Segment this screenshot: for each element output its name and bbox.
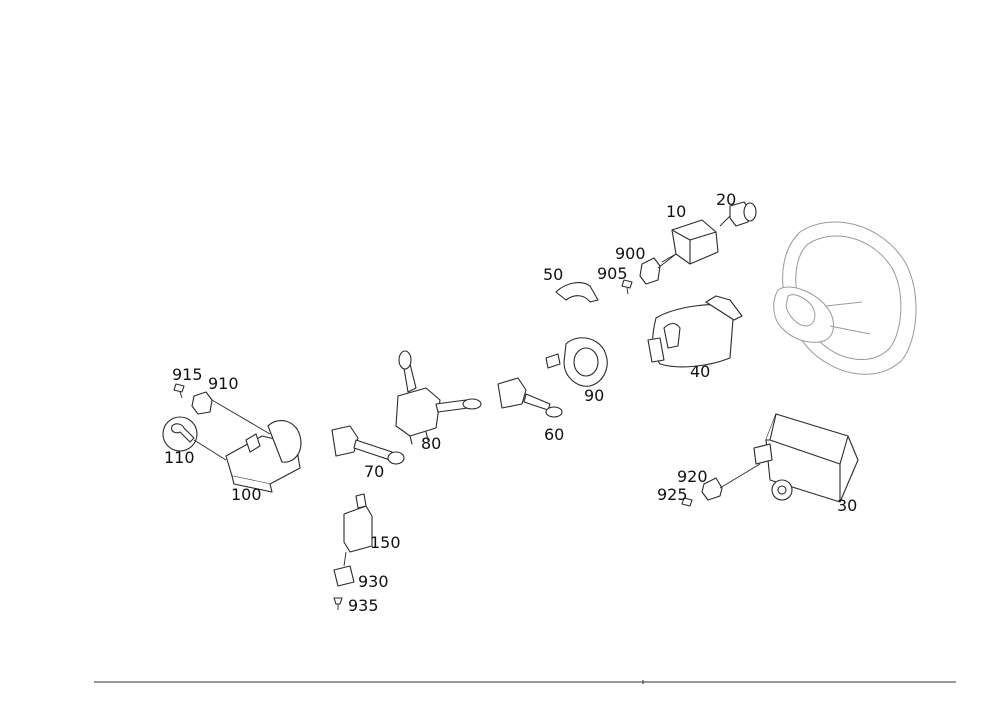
part-20-drawing [719, 201, 757, 227]
part-930-drawing [333, 565, 355, 587]
part-935-drawing [333, 597, 343, 610]
callout-90: 90 [584, 386, 604, 405]
callout-60: 60 [544, 425, 564, 444]
part-900-drawing [639, 257, 661, 285]
callout-900: 900 [615, 244, 646, 263]
leader-lines [193, 253, 761, 567]
part-80-drawing [395, 350, 482, 445]
part-910-drawing [191, 391, 213, 415]
part-905-drawing [621, 279, 633, 295]
part-915-drawing [173, 383, 185, 399]
callout-70: 70 [364, 462, 384, 481]
part-10-drawing [661, 219, 719, 265]
callout-20: 20 [716, 190, 736, 209]
callout-930: 930 [358, 572, 389, 591]
wrench-icon [162, 416, 198, 452]
callout-40: 40 [690, 362, 710, 381]
callout-150: 150 [370, 533, 401, 552]
part-50-drawing [555, 282, 599, 303]
steering-wheel-drawing [773, 221, 917, 375]
callout-110: 110 [164, 448, 195, 467]
callout-100: 100 [231, 485, 262, 504]
callout-50: 50 [543, 265, 563, 284]
part-920-drawing [701, 477, 723, 501]
part-100-drawing [225, 420, 302, 493]
callout-30: 30 [837, 496, 857, 515]
part-150-drawing [343, 493, 373, 553]
callout-925: 925 [657, 485, 688, 504]
callout-905: 905 [597, 264, 628, 283]
part-70-drawing [331, 425, 405, 465]
part-60-drawing [497, 377, 563, 418]
callout-920: 920 [677, 467, 708, 486]
callout-80: 80 [421, 434, 441, 453]
callout-910: 910 [208, 374, 239, 393]
part-40-drawing [647, 295, 743, 368]
callout-10: 10 [666, 202, 686, 221]
callout-935: 935 [348, 596, 379, 615]
part-925-drawing [681, 497, 693, 507]
callout-915: 915 [172, 365, 203, 384]
part-90-drawing [545, 337, 608, 387]
part-30-drawing [753, 413, 859, 503]
